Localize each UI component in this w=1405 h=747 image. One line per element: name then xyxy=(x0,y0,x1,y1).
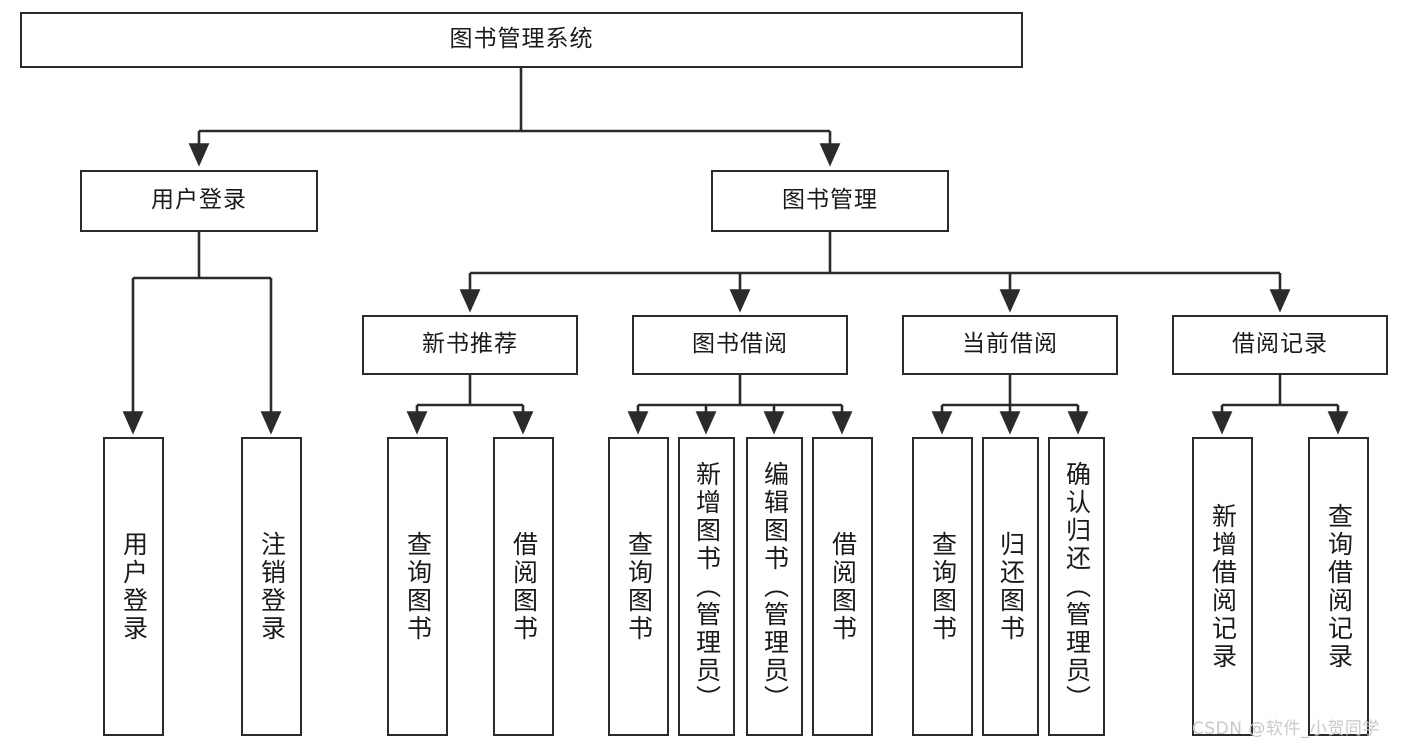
node-leaf-add-borrow-record[interactable]: 新增借阅记录 xyxy=(1192,437,1253,736)
node-leaf-query-book-borrow[interactable]: 查询图书 xyxy=(608,437,669,736)
node-leaf-query-borrow-record[interactable]: 查询借阅记录 xyxy=(1308,437,1369,736)
node-leaf-user-login[interactable]: 用户登录 xyxy=(103,437,164,736)
node-label: 借阅图书 xyxy=(828,530,858,643)
node-label: 图书管理 xyxy=(782,187,878,214)
node-leaf-logout-login[interactable]: 注销登录 xyxy=(241,437,302,736)
node-label: 用户登录 xyxy=(119,530,149,643)
node-label: 借阅记录 xyxy=(1232,331,1328,358)
node-label: 当前借阅 xyxy=(962,331,1058,358)
node-label: 查询图书 xyxy=(403,530,433,643)
node-leaf-edit-book-admin[interactable]: 编辑图书（管理员） xyxy=(746,437,803,736)
node-label: 注销登录 xyxy=(257,530,287,643)
csdn-watermark: CSDN @软件_小贺同学 xyxy=(1192,719,1380,739)
node-label: 借阅图书 xyxy=(509,530,539,643)
node-label: 确认归还（管理员） xyxy=(1062,460,1092,713)
node-leaf-borrow-book-recommend[interactable]: 借阅图书 xyxy=(493,437,554,736)
node-leaf-return-book[interactable]: 归还图书 xyxy=(982,437,1039,736)
node-label: 查询借阅记录 xyxy=(1324,502,1354,671)
node-current-borrow[interactable]: 当前借阅 xyxy=(902,315,1118,375)
node-label: 图书借阅 xyxy=(692,331,788,358)
node-borrow-record[interactable]: 借阅记录 xyxy=(1172,315,1388,375)
node-user-login[interactable]: 用户登录 xyxy=(80,170,318,232)
node-leaf-borrow-book-borrow[interactable]: 借阅图书 xyxy=(812,437,873,736)
node-label: 查询图书 xyxy=(928,530,958,643)
node-label: 查询图书 xyxy=(624,530,654,643)
node-label: 新增图书（管理员） xyxy=(692,460,722,713)
node-label: 归还图书 xyxy=(996,530,1026,643)
node-label: 用户登录 xyxy=(151,187,247,214)
node-book-borrow[interactable]: 图书借阅 xyxy=(632,315,848,375)
node-new-book-recommend[interactable]: 新书推荐 xyxy=(362,315,578,375)
node-leaf-add-book-admin[interactable]: 新增图书（管理员） xyxy=(678,437,735,736)
node-label: 图书管理系统 xyxy=(449,26,594,53)
node-leaf-query-book-recommend[interactable]: 查询图书 xyxy=(387,437,448,736)
node-leaf-query-book-current[interactable]: 查询图书 xyxy=(912,437,973,736)
node-label: 编辑图书（管理员） xyxy=(760,460,790,713)
node-label: 新增借阅记录 xyxy=(1208,502,1238,671)
node-label: 新书推荐 xyxy=(422,331,518,358)
node-book-management[interactable]: 图书管理 xyxy=(711,170,949,232)
node-leaf-confirm-return-admin[interactable]: 确认归还（管理员） xyxy=(1048,437,1105,736)
node-root-book-management-system[interactable]: 图书管理系统 xyxy=(20,12,1023,68)
